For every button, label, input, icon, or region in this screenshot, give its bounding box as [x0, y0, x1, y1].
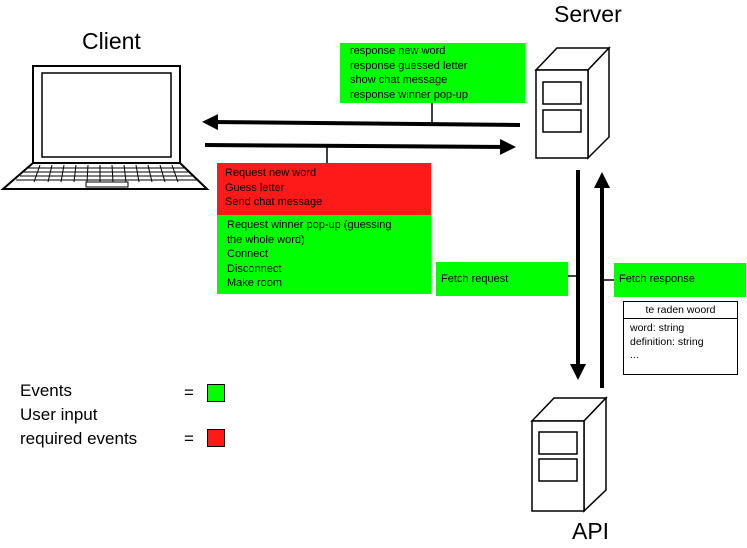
- laptop-icon: [0, 65, 210, 190]
- event-label: Disconnect: [227, 262, 282, 275]
- fetch-response-label: Fetch response: [619, 273, 695, 285]
- table-row: ...: [630, 349, 639, 361]
- legend-events-label: Events: [20, 381, 72, 400]
- table-title: te raden woord: [624, 302, 737, 319]
- event-label: response winner pop-up: [350, 88, 469, 101]
- event-label: Request winner pop-up (guessing: [227, 219, 392, 231]
- fetch-request-label: Fetch request: [441, 273, 509, 285]
- event-label: the whole word): [227, 233, 305, 246]
- client-to-server-events-box: Request winner pop-up (guessing the whol…: [217, 215, 431, 294]
- table-row: definition: string: [630, 335, 704, 348]
- legend-equals-sign: =: [184, 383, 194, 402]
- event-label: Make room: [227, 277, 283, 289]
- legend-events-swatch: [207, 384, 225, 402]
- event-label: Connect: [227, 248, 268, 260]
- table-row: word: string: [630, 322, 685, 334]
- legend-equals-sign: =: [184, 429, 194, 448]
- user-input-events-box: Request new word Guess letter Send chat …: [217, 163, 431, 215]
- server-to-client-events-box: response new word response guessed lette…: [340, 43, 525, 103]
- fetch-response-box: Fetch response: [614, 263, 746, 297]
- event-label: response guessed letter: [350, 59, 468, 72]
- event-label: Request new word: [225, 167, 317, 179]
- client-to-server-arrow: [204, 138, 516, 155]
- legend-user-input-swatch: [207, 429, 225, 447]
- event-label: show chat message: [350, 74, 448, 86]
- legend-user-input-label-line1: User input: [20, 405, 98, 424]
- word-data-table: te raden woord word: string definition: …: [623, 301, 738, 375]
- event-label: Send chat message: [225, 196, 323, 208]
- server-icon: [534, 46, 611, 160]
- legend-user-input-label-line2: required events: [20, 429, 138, 448]
- fetch-request-box: Fetch request: [436, 262, 568, 296]
- event-label: Guess letter: [225, 181, 285, 194]
- api-server-icon: [530, 396, 608, 513]
- api-title: API: [572, 518, 610, 544]
- event-label: response new word: [350, 45, 446, 57]
- server-title: Server: [554, 1, 622, 27]
- client-title: Client: [82, 28, 141, 54]
- server-to-client-arrow: [202, 114, 521, 131]
